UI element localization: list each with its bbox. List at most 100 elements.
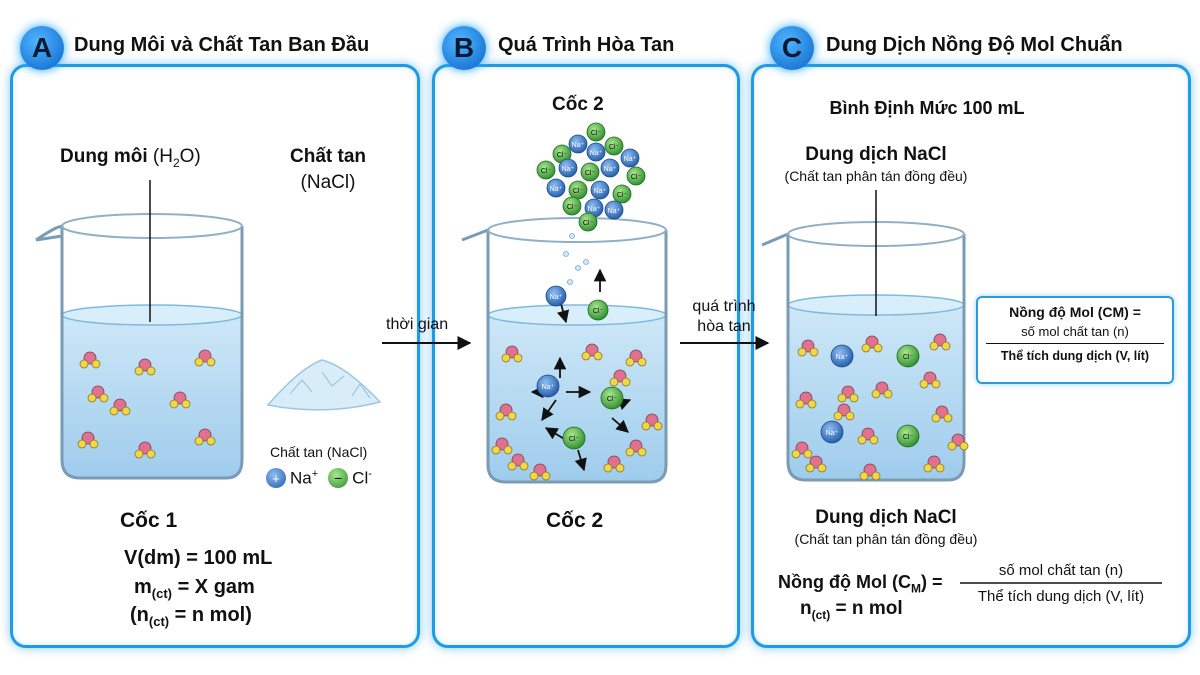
box-label: Nồng độ Mol (CM) = (1009, 304, 1141, 320)
sodium-ion-label: Na⁺ (550, 294, 563, 301)
chloride-ion-label: Cl⁻ (583, 220, 594, 227)
water-molecule-beaker-3 (929, 333, 951, 351)
water-molecule-beaker-2 (491, 437, 513, 455)
water-molecule-beaker-1 (79, 351, 101, 369)
beaker-2-top-label: Cốc 2 (552, 94, 604, 115)
water-molecule-beaker-2 (609, 369, 631, 387)
solution-bottom-label: Dung dịch NaCl (815, 507, 957, 528)
legend-cl-sup: - (368, 468, 372, 480)
sodium-ion-label: Na⁺ (836, 354, 849, 361)
solution-bottom-sub: (Chất tan phân tán đồng đều) (794, 531, 978, 547)
sodium-ion-label: Na⁺ (604, 166, 617, 173)
water-molecule-beaker-1 (77, 431, 99, 449)
sodium-ion-beaker-2: Na⁺ (545, 285, 567, 307)
panel-a-title: Dung Môi và Chất Tan Ban Đầu (74, 34, 370, 56)
crystal-ion: Na⁺ (546, 178, 566, 198)
chloride-ion-label: Cl⁻ (609, 144, 620, 151)
chloride-ion-label: Cl⁻ (903, 354, 914, 361)
legend-na-sup: + (311, 468, 319, 480)
water-molecule-beaker-3 (837, 385, 859, 403)
crystal-ion: Cl⁻ (568, 180, 588, 200)
sodium-ion-label: Na⁺ (588, 206, 601, 213)
chloride-ion-label: Cl⁻ (569, 436, 580, 443)
water-molecule-beaker-3 (919, 371, 941, 389)
solvent-formula-pre: (H (152, 146, 173, 167)
chloride-ion-label: Cl⁻ (617, 192, 628, 199)
mole-sub: (ct) (148, 614, 170, 629)
chloride-ion-beaker-2: Cl⁻ (600, 386, 624, 410)
chloride-ion-beaker-3: Cl⁻ (896, 344, 920, 368)
chloride-ion-beaker-2: Cl⁻ (562, 426, 586, 450)
water-molecule-beaker-2 (603, 455, 625, 473)
chloride-ion-beaker-2: Cl⁻ (587, 299, 609, 321)
water-molecule-beaker-3 (931, 405, 953, 423)
mole-c-sub: (ct) (811, 607, 831, 622)
crystal-ion: Na⁺ (590, 180, 610, 200)
solute-formula: (NaCl) (300, 172, 356, 193)
crystal-ion: Cl⁻ (562, 196, 582, 216)
sodium-ion-label: Na⁺ (590, 150, 603, 157)
crystal-ion: Cl⁻ (580, 162, 600, 182)
crystal-ion: Na⁺ (568, 134, 588, 154)
legend-na: Na+ (290, 468, 318, 489)
formula-post: ) = (920, 572, 943, 592)
sodium-ion-label: Na⁺ (608, 208, 621, 215)
crystal-ion: Cl⁻ (536, 160, 556, 180)
water-molecule-beaker-3 (833, 403, 855, 421)
water-molecule-beaker-1 (109, 398, 131, 416)
chloride-ion-label: Cl⁻ (541, 168, 552, 175)
crystal-ion: Cl⁻ (604, 136, 624, 156)
water-molecule-beaker-2 (641, 413, 663, 431)
box-numerator: số mol chất tan (n) (1021, 324, 1129, 339)
mass-sub: (ct) (151, 586, 173, 601)
chloride-ion-label: Cl⁻ (631, 174, 642, 181)
crystal-ion: Cl⁻ (578, 212, 598, 232)
panel-c-title: Dung Dịch Nồng Độ Mol Chuẩn (826, 34, 1123, 56)
water-molecule-beaker-2 (501, 345, 523, 363)
crystal-ion: Na⁺ (620, 148, 640, 168)
solvent-formula-post: O) (179, 146, 201, 167)
mass-post: = X gam (172, 576, 255, 598)
water-molecule-beaker-3 (791, 441, 813, 459)
crystal-ion: Na⁺ (604, 200, 624, 220)
water-molecule-beaker-3 (923, 455, 945, 473)
bubble (583, 259, 589, 265)
legend-cl: Cl- (352, 468, 372, 489)
mole-line: (n(ct) = n mol) (130, 604, 252, 629)
solvent-label: Dung môi (H2O) (60, 146, 201, 170)
solution-top-label: Dung dịch NaCl (805, 144, 947, 165)
crystal-ion: Na⁺ (600, 158, 620, 178)
water-molecule-beaker-2 (625, 439, 647, 457)
bubble (567, 279, 573, 285)
crystal-ion: Na⁺ (586, 142, 606, 162)
sodium-ion-label: Na⁺ (562, 166, 575, 173)
solution-top-sub: (Chất tan phân tán đồng đều) (784, 168, 968, 184)
water-molecule-beaker-1 (87, 385, 109, 403)
mole-c-pre: n (800, 598, 812, 619)
chloride-ion-label: Cl⁻ (585, 170, 596, 177)
legend-cl-text: Cl (352, 468, 369, 488)
arrow-a-to-b-label: thời gian (386, 316, 449, 333)
mole-post: = n mol) (169, 604, 252, 626)
sodium-ion-beaker-3: Na⁺ (830, 344, 854, 368)
badge-a: A (20, 26, 64, 70)
water-molecule-beaker-3 (805, 455, 827, 473)
sodium-ion-beaker-2: Na⁺ (536, 374, 560, 398)
beaker-2 (461, 217, 668, 484)
beaker-2-bottom-label: Cốc 2 (546, 509, 604, 532)
chloride-ion-label: Cl⁻ (591, 130, 602, 137)
solvent-formula: (H2O) (152, 146, 201, 170)
flask-title: Bình Định Mức 100 mL (829, 98, 1025, 118)
mass-pre: m (134, 576, 152, 598)
solvent-label-text: Dung môi (60, 146, 148, 167)
volume-line: V(dm) = 100 mL (124, 547, 273, 569)
water-molecule-beaker-1 (169, 391, 191, 409)
water-molecule-beaker-1 (134, 441, 156, 459)
chloride-ion-label: Cl⁻ (903, 434, 914, 441)
water-molecule-beaker-1 (194, 428, 216, 446)
water-molecule-beaker-3 (947, 433, 969, 451)
formula-pre: Nồng độ Mol (C (778, 572, 911, 592)
sodium-ion-label: Na⁺ (550, 186, 563, 193)
water-molecule-beaker-1 (134, 358, 156, 376)
salt-pile (266, 359, 382, 411)
